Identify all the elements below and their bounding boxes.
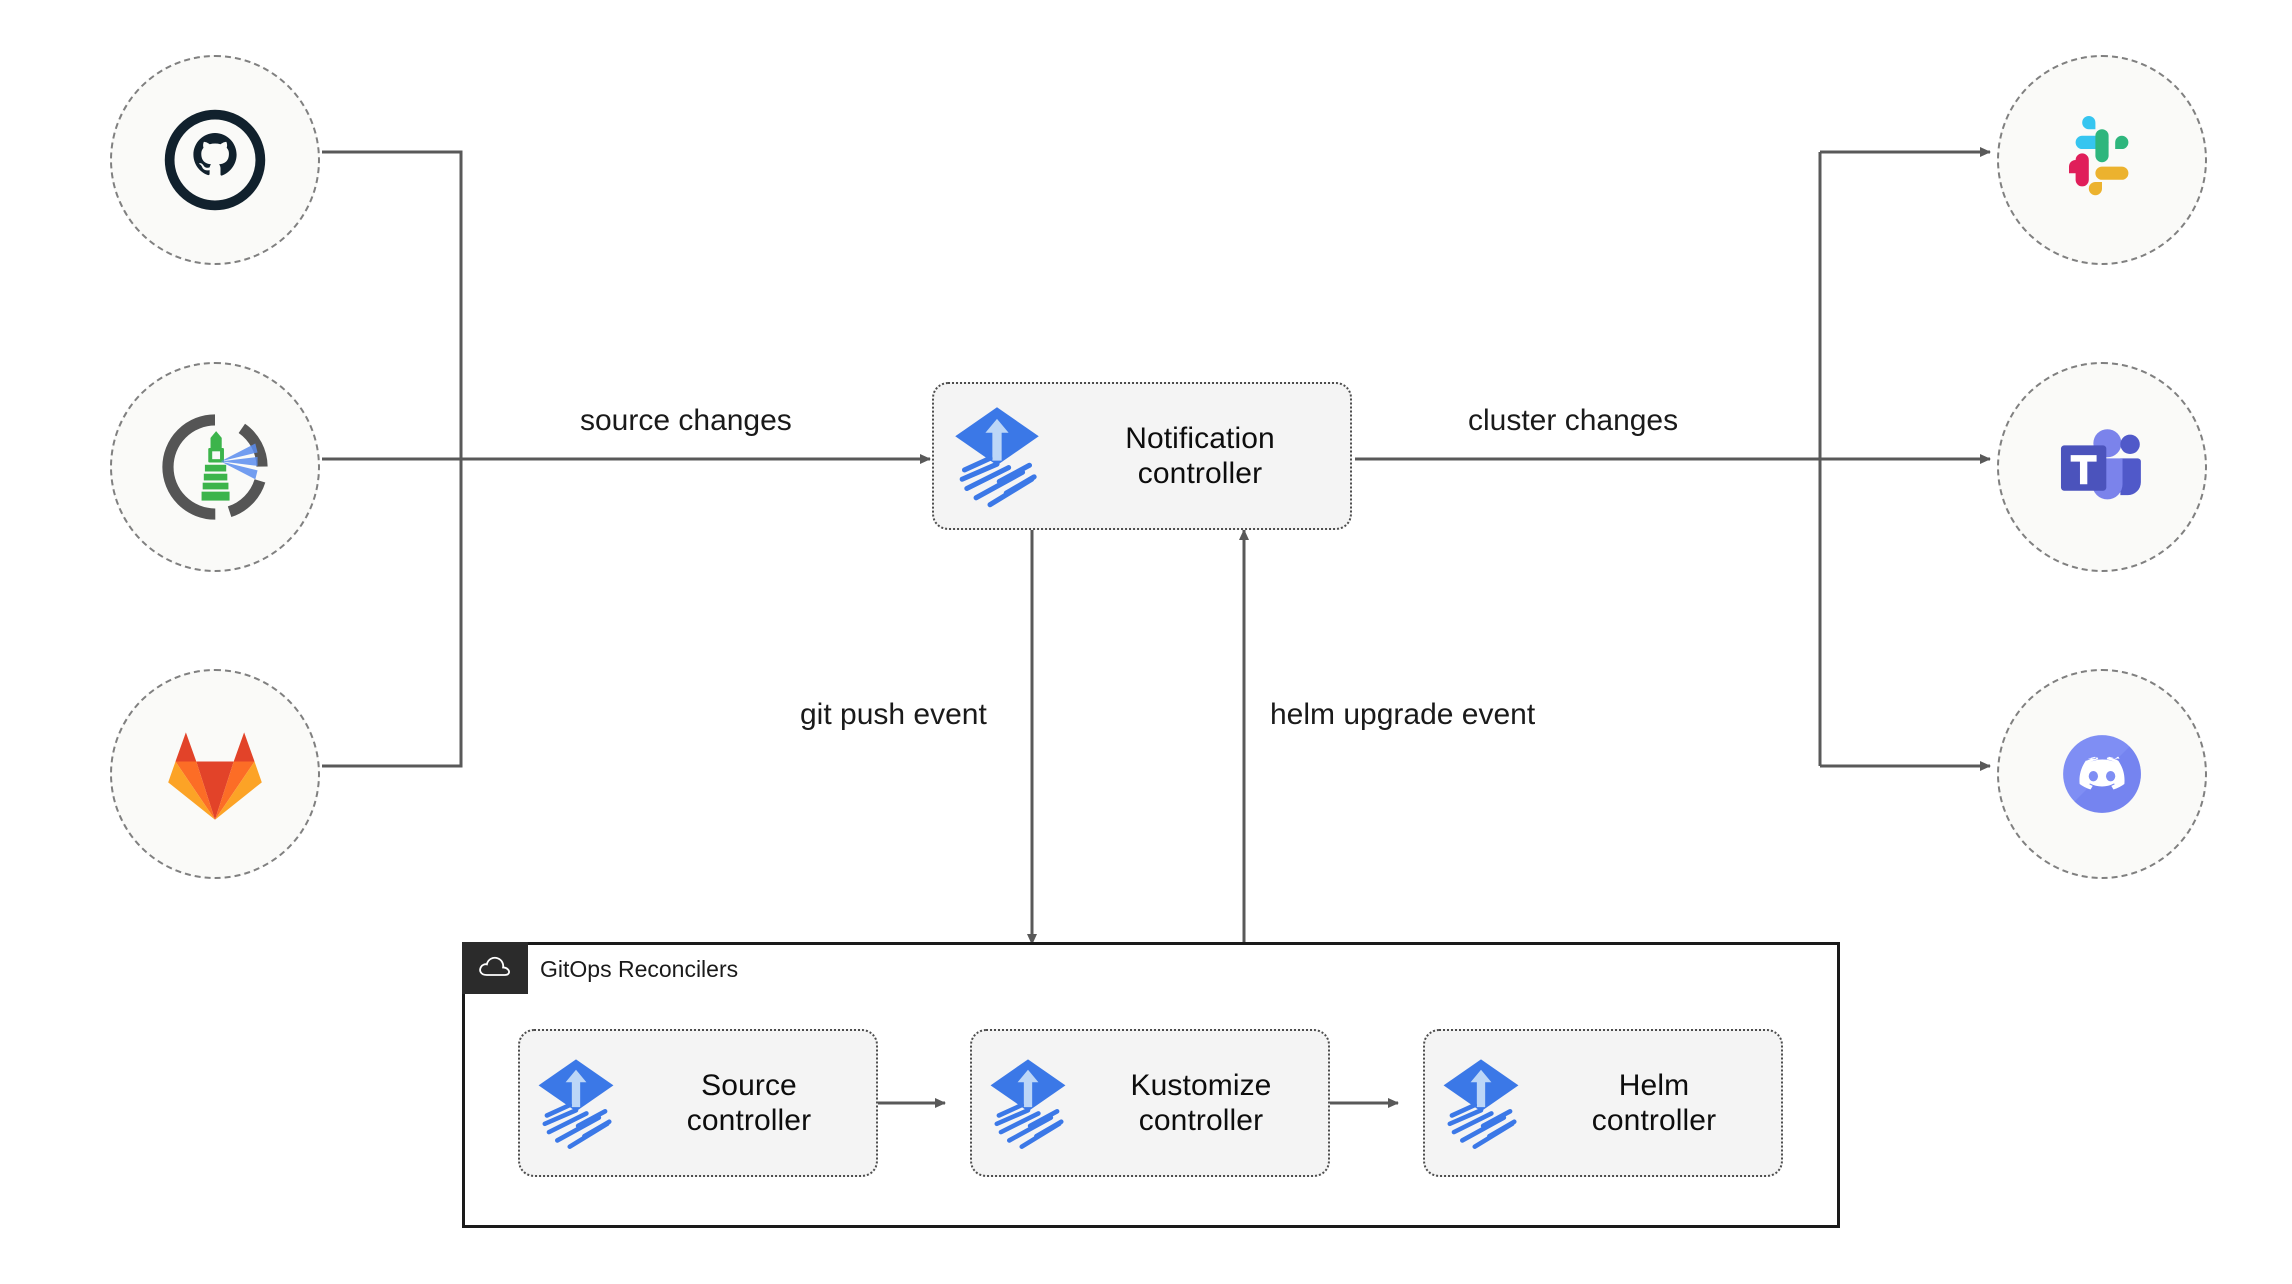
flux-logo-icon (934, 393, 1060, 519)
gitlab-icon (163, 724, 267, 824)
discord-icon (2048, 720, 2156, 828)
gitops-reconcilers-group (462, 942, 1840, 1228)
helm-controller-box[interactable]: Helm controller (1423, 1029, 1783, 1177)
destination-node-slack[interactable] (1997, 55, 2207, 265)
destination-node-discord[interactable] (1997, 669, 2207, 879)
microsoft-teams-icon (2048, 413, 2156, 521)
github-icon (161, 106, 269, 214)
source-node-gitlab[interactable] (110, 669, 320, 879)
source-node-github[interactable] (110, 55, 320, 265)
helm-controller-label: Helm controller (1591, 1068, 1717, 1137)
source-node-flux-source[interactable] (110, 362, 320, 572)
destination-node-teams[interactable] (1997, 362, 2207, 572)
edge-label-git-push-event: git push event (800, 698, 987, 731)
source-controller-label: Source controller (686, 1068, 812, 1137)
kustomize-controller-box[interactable]: Kustomize controller (970, 1029, 1330, 1177)
lighthouse-icon (159, 411, 271, 523)
notification-controller-box[interactable]: Notification controller (932, 382, 1352, 530)
gitops-group-tab (462, 942, 528, 994)
edge-label-helm-upgrade-event: helm upgrade event (1270, 698, 1536, 731)
cloud-icon (477, 953, 513, 984)
wire-sources-bus (322, 150, 463, 768)
flux-logo-icon (972, 1047, 1084, 1159)
source-controller-box[interactable]: Source controller (518, 1029, 878, 1177)
flux-logo-icon (520, 1047, 632, 1159)
edge-label-cluster-changes: cluster changes (1468, 404, 1679, 437)
kustomize-controller-label: Kustomize controller (1130, 1068, 1272, 1137)
edge-label-source-changes: source changes (580, 404, 792, 437)
slack-icon (2047, 105, 2157, 215)
flux-logo-icon (1425, 1047, 1537, 1159)
gitops-group-title: GitOps Reconcilers (540, 956, 739, 982)
notification-controller-label: Notification controller (1125, 421, 1275, 490)
